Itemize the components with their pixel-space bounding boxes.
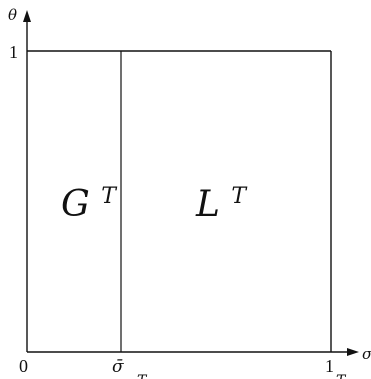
right-region-label: L T — [195, 184, 248, 225]
x-axis-arrowhead — [347, 348, 359, 356]
y-tick-label-1: 1 — [9, 42, 18, 62]
partial-mark-below-marker: T — [137, 373, 148, 379]
x-marker-label: σ̄ — [112, 357, 124, 377]
right-region-superscript: T — [231, 184, 248, 209]
origin-label: 0 — [19, 356, 28, 376]
right-region-base: L — [195, 184, 220, 225]
left-region-base: G — [61, 184, 90, 225]
x-tick-label-1: 1 — [325, 356, 334, 376]
left-region-superscript: T — [101, 184, 118, 209]
x-axis-label: σ — [362, 345, 371, 363]
y-axis-label: θ — [8, 6, 17, 24]
partial-mark-below-right: T — [336, 373, 347, 379]
left-region-label: G T — [61, 184, 118, 225]
y-axis-arrowhead — [23, 10, 31, 22]
